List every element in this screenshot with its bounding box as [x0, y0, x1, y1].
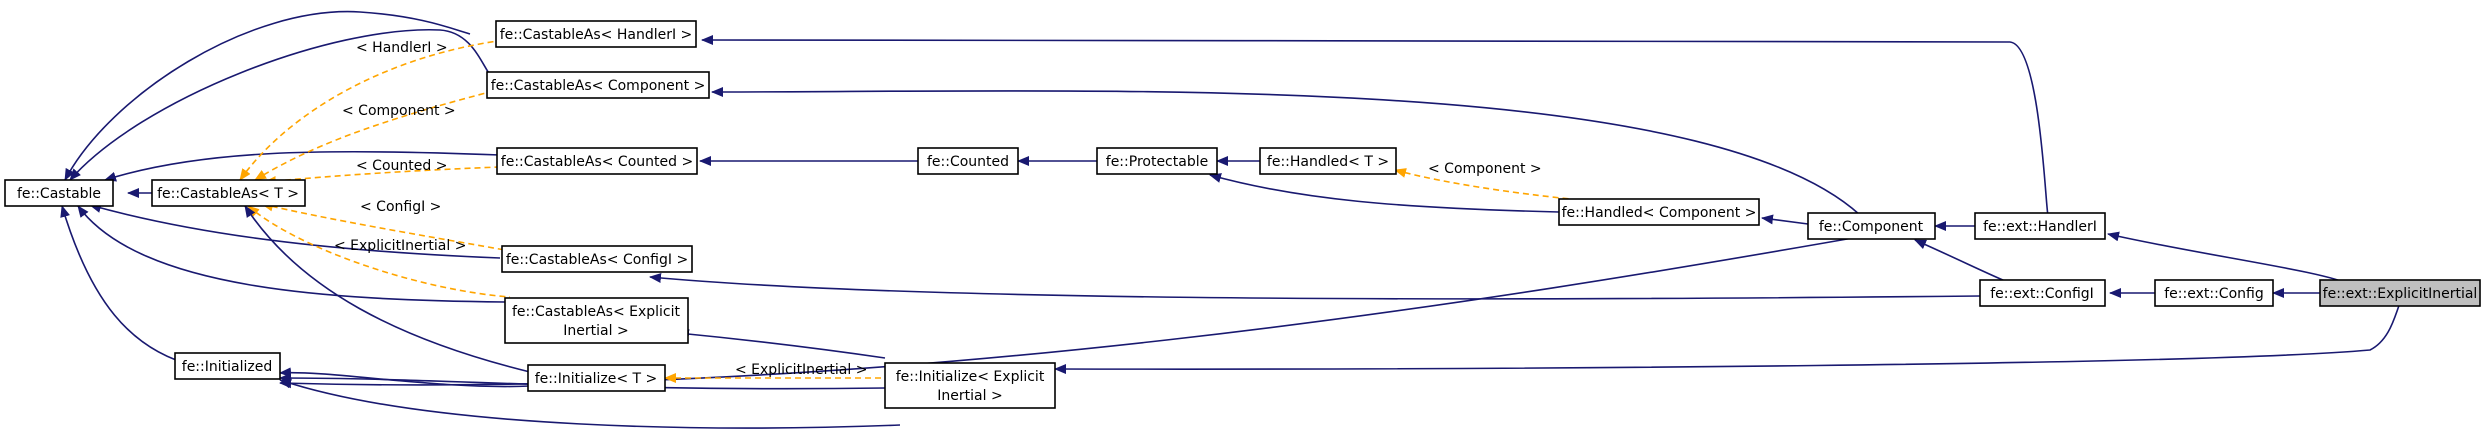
node-config[interactable]: fe::ext::Config	[2154, 279, 2274, 307]
node-counted[interactable]: fe::Counted	[917, 147, 1019, 175]
edge-label-explicitInertial-2: < ExplicitInertial >	[735, 362, 867, 378]
node-castable-as-counted[interactable]: fe::CastableAs< Counted >	[496, 147, 698, 175]
edge-castableAsCounted-to-castable	[104, 150, 501, 182]
node-label: fe::Handled< T >	[1267, 154, 1389, 170]
node-initialized[interactable]: fe::Initialized	[174, 352, 281, 380]
edge-handledComponent-to-protectable	[1209, 173, 1560, 213]
node-label-line2: Inertial >	[937, 388, 1002, 404]
node-label: fe::Initialized	[182, 359, 272, 375]
edge-label-handlerI: < HandlerI >	[356, 40, 448, 56]
node-castable-as-handlerI[interactable]: fe::CastableAs< HandlerI >	[495, 20, 697, 48]
node-label: fe::CastableAs< Component >	[491, 78, 706, 94]
edge-handledComponent-to-handledT	[1394, 168, 1581, 201]
node-initialize-explicit-inertial[interactable]: fe::Initialize< Explicit Inertial >	[884, 362, 1056, 409]
node-label-line2: Inertial >	[563, 323, 628, 339]
edge-castableAsHandlerI-to-castableAsT	[239, 39, 506, 181]
edge-label-counted: < Counted >	[356, 158, 447, 174]
node-label: fe::ext::HandlerI	[1983, 219, 2097, 235]
node-handled-component[interactable]: fe::Handled< Component >	[1558, 198, 1760, 226]
node-label: fe::CastableAs< Counted >	[501, 154, 693, 170]
edge-label-configI: < ConfigI >	[360, 199, 441, 215]
edge-castableAsHandlerI-to-castable	[64, 10, 471, 181]
edge-configI-to-castableAsConfigI	[649, 273, 1981, 300]
edge-castableAsComponent-to-castableAsT	[254, 87, 506, 181]
node-label: fe::ext::ConfigI	[1990, 286, 2094, 302]
edge-castableAsConfigI-to-castableAsT	[261, 201, 506, 251]
node-label: fe::Handled< Component >	[1562, 205, 1757, 221]
edge-handlerI-to-castableAsHandlerI	[701, 35, 2049, 217]
edge-castableAsExplicitInertial-to-castable	[77, 205, 506, 303]
node-label: fe::Component	[1819, 219, 1924, 235]
node-protectable[interactable]: fe::Protectable	[1096, 147, 1218, 175]
edge-configI-to-component	[1914, 239, 2011, 284]
edge-label-component: < Component >	[342, 103, 456, 119]
edge-explicitInertial-to-handlerI	[2107, 231, 2351, 286]
node-label-line1: fe::Initialize< Explicit	[896, 369, 1045, 385]
edge-component-to-castableAsComponent	[711, 86, 1861, 216]
node-castable-as-t[interactable]: fe::CastableAs< T >	[151, 179, 306, 207]
node-label: fe::ext::Config	[2164, 286, 2263, 302]
node-castable[interactable]: fe::Castable	[4, 179, 114, 207]
node-label: fe::CastableAs< HandlerI >	[500, 27, 693, 43]
node-castable-as-component[interactable]: fe::CastableAs< Component >	[486, 71, 710, 99]
node-label: fe::Counted	[927, 154, 1009, 170]
edge-castableAsExplicitInertial-to-castableAsT	[247, 205, 511, 298]
edge-initialized-to-castable	[60, 205, 196, 367]
nodes: fe::Castable fe::CastableAs< T > fe::Ini…	[4, 20, 2481, 409]
node-castable-as-configI[interactable]: fe::CastableAs< ConfigI >	[501, 245, 693, 273]
edge-initializeT-to-castableAsT	[244, 205, 531, 373]
node-label: fe::Protectable	[1106, 154, 1208, 170]
edge-initializeExplicitInertial-to-castableAsExplicitInertial	[677, 329, 886, 359]
node-handlerI[interactable]: fe::ext::HandlerI	[1974, 212, 2106, 240]
edge-labels: < HandlerI > < Component > < Counted > <…	[334, 40, 1542, 378]
edge-explicitInertial-to-initializeExplicitInertial	[1054, 302, 2401, 375]
node-label: fe::ext::ExplicitInertial	[2323, 286, 2478, 302]
node-label-line1: fe::CastableAs< Explicit	[512, 304, 681, 320]
node-explicit-inertial[interactable]: fe::ext::ExplicitInertial	[2319, 279, 2481, 307]
edge-castableAsCounted-to-castableAsT	[264, 166, 501, 186]
edge-castableAsComponent-to-castable	[69, 29, 491, 181]
edge-label-explicitInertial: < ExplicitInertial >	[334, 238, 466, 254]
edge-explicitInertial-to-initialized	[279, 378, 901, 429]
edge-label-handledComponent: < Component >	[1428, 161, 1542, 177]
node-handled-t[interactable]: fe::Handled< T >	[1259, 147, 1397, 175]
edge-component-to-handledComponent	[1761, 214, 1809, 225]
node-component[interactable]: fe::Component	[1807, 212, 1936, 240]
node-initialize-t[interactable]: fe::Initialize< T >	[527, 364, 666, 392]
node-label: fe::CastableAs< T >	[157, 186, 299, 202]
node-label: fe::Initialize< T >	[535, 371, 657, 387]
node-configI[interactable]: fe::ext::ConfigI	[1979, 279, 2106, 307]
node-castable-as-explicit-inertial[interactable]: fe::CastableAs< Explicit Inertial >	[504, 297, 689, 344]
node-label: fe::Castable	[17, 186, 101, 202]
node-label: fe::CastableAs< ConfigI >	[506, 252, 688, 268]
edge-castableAsConfigI-to-castable	[89, 203, 501, 259]
